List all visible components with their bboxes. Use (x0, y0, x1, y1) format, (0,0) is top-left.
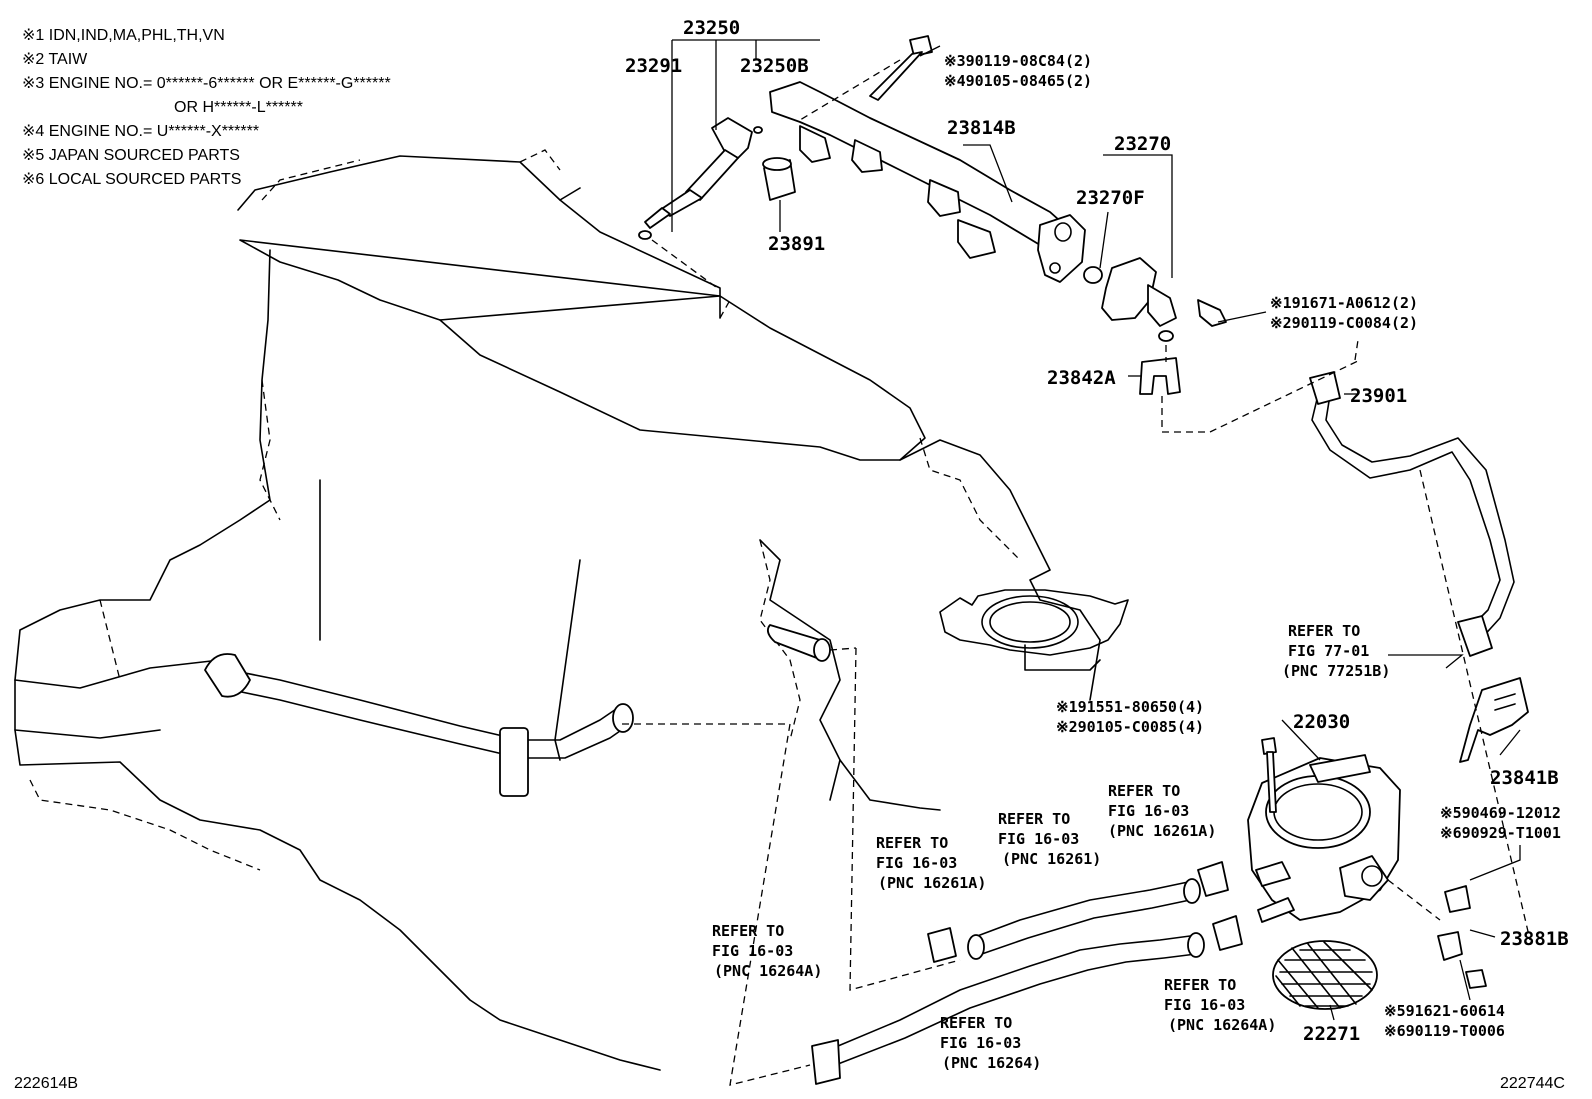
engine-coolant-pipe (204, 624, 831, 797)
bolt-spec-10: ※690119-T0006 (1384, 1022, 1505, 1040)
refer-16264a-left: REFER TO FIG 16-03 (PNC 16264A) (712, 922, 822, 980)
svg-text:FIG 16-03: FIG 16-03 (998, 830, 1079, 848)
bolt-spec-5: ※191551-80650(4) (1056, 698, 1204, 716)
bolt-spec-7: ※590469-12012 (1440, 804, 1561, 822)
fuel-delivery-pipe (769, 81, 1086, 283)
bolt-top (869, 35, 933, 101)
label-22271: 22271 (1303, 1023, 1360, 1045)
hose-clips (927, 861, 1487, 989)
svg-text:REFER TO: REFER TO (1108, 782, 1180, 800)
label-23814b: 23814B (947, 117, 1016, 139)
fuel-injector (638, 117, 763, 240)
note-1: ※1 IDN,IND,MA,PHL,TH,VN (22, 27, 225, 44)
svg-text:FIG 77-01: FIG 77-01 (1288, 642, 1369, 660)
footer-code-right: 222744C (1500, 1075, 1565, 1092)
note-4: ※4 ENGINE NO.= U******-X****** (22, 123, 259, 140)
bolt-right (1197, 299, 1227, 327)
svg-text:(PNC 16261A): (PNC 16261A) (878, 874, 986, 892)
svg-text:(PNC 16261A): (PNC 16261A) (1108, 822, 1216, 840)
gasket-22271 (1272, 940, 1378, 1010)
grommet-23891 (762, 157, 796, 201)
note-3b: OR H******-L****** (174, 99, 303, 116)
bolt-spec-1: ※390119-08C84(2) (944, 52, 1092, 70)
reference-lines (622, 59, 1531, 1086)
refer-16261a-center: REFER TO FIG 16-03 (PNC 16261A) (1108, 782, 1216, 840)
label-23841b: 23841B (1490, 767, 1559, 789)
svg-text:(PNC 16261): (PNC 16261) (1002, 850, 1101, 868)
svg-text:(PNC 16264A): (PNC 16264A) (714, 962, 822, 980)
refer-16261a-left: REFER TO FIG 16-03 (PNC 16261A) (876, 834, 986, 892)
notes-block: ※1 IDN,IND,MA,PHL,TH,VN ※2 TAIW ※3 ENGIN… (22, 27, 391, 188)
label-23901: 23901 (1350, 385, 1407, 407)
clip-23842a (1139, 357, 1181, 395)
refer-16264: REFER TO FIG 16-03 (PNC 16264) (940, 1014, 1041, 1072)
svg-text:REFER TO: REFER TO (1164, 976, 1236, 994)
footer-code-left: 222614B (14, 1075, 78, 1092)
svg-text:FIG 16-03: FIG 16-03 (940, 1034, 1021, 1052)
refer-16264a-right: REFER TO FIG 16-03 (PNC 16264A) (1164, 976, 1276, 1034)
bolt-spec-3: ※191671-A0612(2) (1270, 294, 1418, 312)
bolt-spec-4: ※290119-C0084(2) (1270, 314, 1418, 332)
label-22030: 22030 (1293, 711, 1350, 733)
leader-lines (671, 39, 1521, 1021)
bolt-spec-8: ※690929-T1001 (1440, 824, 1561, 842)
svg-text:REFER TO: REFER TO (998, 810, 1070, 828)
bolt-spec-labels: ※390119-08C84(2) ※490105-08465(2) ※19167… (944, 52, 1561, 1040)
label-23270: 23270 (1114, 133, 1171, 155)
svg-text:REFER TO: REFER TO (876, 834, 948, 852)
label-23270f: 23270F (1076, 187, 1145, 209)
label-23891: 23891 (768, 233, 825, 255)
svg-text:FIG 16-03: FIG 16-03 (876, 854, 957, 872)
engine-outline (14, 149, 1101, 1071)
refer-labels: REFER TO FIG 77-01 (PNC 77251B) REFER TO… (712, 622, 1390, 1072)
bracket-23841b (1459, 677, 1529, 763)
svg-text:FIG 16-03: FIG 16-03 (1164, 996, 1245, 1014)
label-23881b: 23881B (1500, 928, 1569, 950)
label-23250b: 23250B (740, 55, 809, 77)
note-6: ※6 LOCAL SOURCED PARTS (22, 171, 241, 188)
note-2: ※2 TAIW (22, 51, 88, 68)
svg-text:FIG 16-03: FIG 16-03 (1108, 802, 1189, 820)
svg-text:(PNC 77251B): (PNC 77251B) (1282, 662, 1390, 680)
note-5: ※5 JAPAN SOURCED PARTS (22, 147, 240, 164)
water-bypass-hoses (811, 878, 1205, 1085)
bolt-throttle (1261, 737, 1277, 813)
label-23250: 23250 (683, 17, 740, 39)
refer-16261: REFER TO FIG 16-03 (PNC 16261) (998, 810, 1101, 868)
refer-fig-77-01: REFER TO FIG 77-01 (PNC 77251B) (1282, 622, 1390, 680)
throttle-body (1247, 754, 1401, 923)
bolt-spec-9: ※591621-60614 (1384, 1002, 1505, 1020)
svg-text:REFER TO: REFER TO (1288, 622, 1360, 640)
note-3: ※3 ENGINE NO.= 0******-6****** OR E*****… (22, 75, 391, 92)
fuel-hose-23901 (1309, 371, 1515, 657)
svg-text:REFER TO: REFER TO (712, 922, 784, 940)
svg-text:(PNC 16264A): (PNC 16264A) (1168, 1016, 1276, 1034)
label-23291: 23291 (625, 55, 682, 77)
pulsation-damper (1083, 257, 1177, 342)
svg-text:FIG 16-03: FIG 16-03 (712, 942, 793, 960)
svg-text:(PNC 16264): (PNC 16264) (942, 1054, 1041, 1072)
intake-flange (939, 589, 1129, 671)
label-23842a: 23842A (1047, 367, 1116, 389)
part-labels: 23250 23291 23250B 23891 23814B 23270 23… (625, 17, 1569, 1045)
bolt-spec-6: ※290105-C0085(4) (1056, 718, 1204, 736)
bolt-spec-2: ※490105-08465(2) (944, 72, 1092, 90)
svg-text:REFER TO: REFER TO (940, 1014, 1012, 1032)
